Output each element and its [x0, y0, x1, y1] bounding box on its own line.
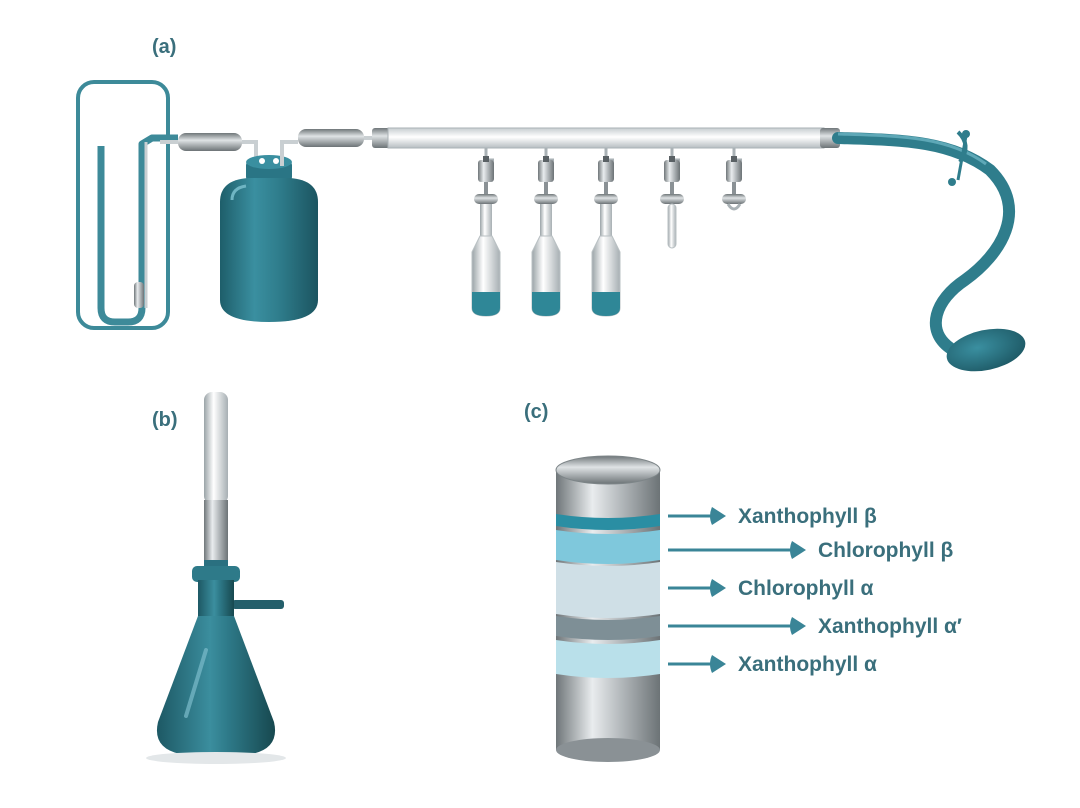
band-4	[556, 616, 660, 640]
band-pointer-arrow	[790, 617, 806, 635]
open-outlet	[726, 203, 742, 211]
band-5	[556, 640, 660, 678]
stopcock-vial-5	[722, 148, 746, 211]
manifold-tube	[387, 127, 825, 149]
hose-connector	[298, 129, 364, 147]
panel-a: (a)	[76, 36, 1026, 372]
filter-flask	[146, 566, 286, 764]
aspirator-bulb	[946, 328, 1026, 372]
pinch-clamp	[948, 130, 970, 186]
band-pointer-arrow	[710, 579, 726, 597]
band-stack	[556, 514, 660, 678]
band-label-4: Xanthophyll α′	[818, 615, 962, 638]
tube-segment	[280, 140, 298, 166]
stopcock-valve	[726, 160, 742, 182]
panel-b-label: (b)	[152, 409, 178, 431]
band-pointer-arrow	[790, 541, 806, 559]
band-labels: Xanthophyll β Chlorophyll β Chlorophyll α X…	[668, 505, 962, 676]
band-pointer-arrow	[710, 655, 726, 673]
band-3	[556, 562, 660, 618]
band-label-5: Xanthophyll α	[738, 653, 877, 676]
stopcock-vial-1	[471, 148, 501, 317]
vial-row	[471, 148, 746, 317]
stopcock-vial-3	[591, 148, 621, 317]
band-label-3: Chlorophyll α	[738, 577, 873, 600]
stopcock-vial-2	[531, 148, 561, 317]
band-label-2: Chlorophyll β	[818, 539, 953, 562]
rubber-hose	[832, 132, 1015, 354]
side-arm	[232, 600, 284, 609]
chromatography-column	[204, 392, 228, 574]
stopcock-valve	[478, 160, 494, 182]
manifold-end-cap	[372, 128, 390, 148]
column-cylinder	[555, 455, 661, 762]
reservoir-bottle	[220, 155, 318, 322]
panel-c-label: (c)	[524, 401, 548, 423]
band-label-1: Xanthophyll β	[738, 505, 877, 528]
vial-liquid	[532, 292, 560, 316]
hose-connector	[178, 133, 242, 151]
panel-c: (c) Xanthophyll β Chlorophyll β Chlorophyl…	[524, 401, 962, 762]
band-2	[556, 530, 660, 564]
panel-a-label: (a)	[152, 36, 176, 58]
stopcock-valve	[538, 160, 554, 182]
stopcock-valve	[598, 160, 614, 182]
empty-tube	[667, 203, 677, 249]
stopcock-valve	[664, 160, 680, 182]
stopcock-vial-4	[660, 148, 684, 249]
vial-liquid	[472, 292, 500, 316]
panel-b: (b)	[146, 392, 286, 764]
band-1	[556, 514, 660, 530]
u-tube-manometer	[76, 80, 178, 330]
vial-liquid	[592, 292, 620, 316]
band-pointer-arrow	[710, 507, 726, 525]
